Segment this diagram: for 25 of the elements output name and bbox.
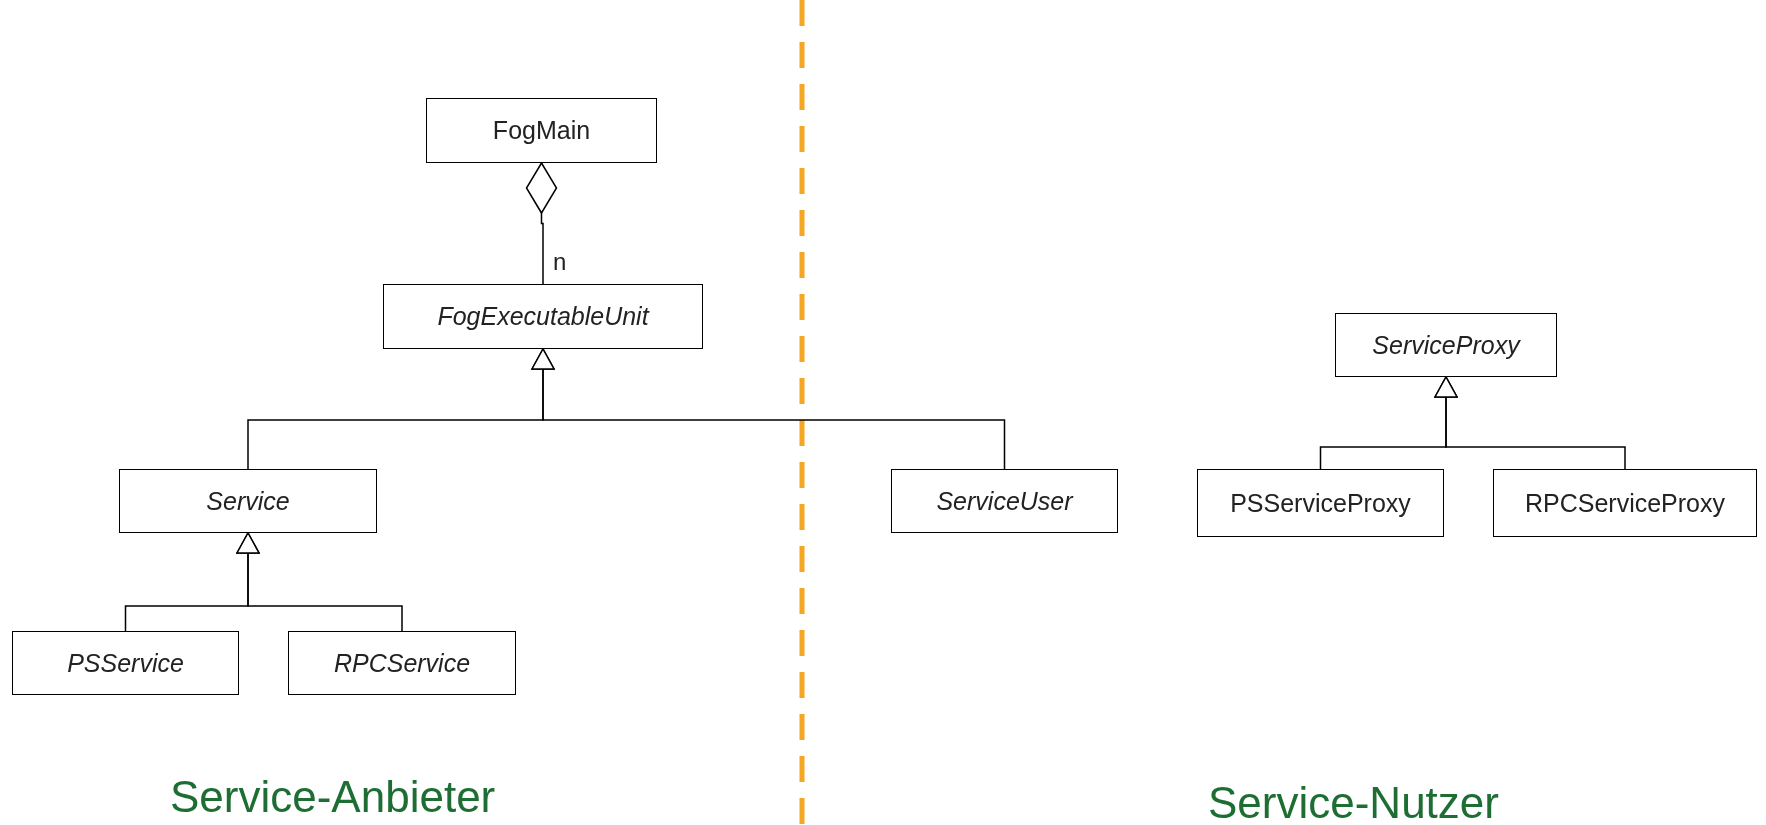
class-box bbox=[1335, 313, 1557, 377]
region-label: Service-Anbieter bbox=[170, 772, 496, 822]
class-box bbox=[891, 469, 1118, 533]
class-name: PSServiceProxy bbox=[1230, 488, 1411, 518]
class-name: FogMain bbox=[492, 116, 591, 145]
class-box bbox=[288, 631, 516, 695]
class-name: ServiceUser bbox=[936, 486, 1073, 516]
class-box bbox=[119, 469, 377, 533]
class-name: PSService bbox=[67, 648, 184, 678]
class-name: FogExecutableUnit bbox=[437, 302, 649, 331]
inheritance-arrow bbox=[236, 532, 403, 632]
inheritance-arrow bbox=[531, 348, 1006, 470]
class-box bbox=[1493, 469, 1757, 537]
class-box bbox=[12, 631, 239, 695]
inheritance-arrow bbox=[1434, 376, 1626, 470]
class-box bbox=[383, 284, 703, 349]
class-name: Service bbox=[206, 486, 290, 516]
class-name: RPCServiceProxy bbox=[1524, 488, 1726, 518]
class-box bbox=[1197, 469, 1444, 537]
class-box bbox=[426, 98, 657, 163]
region-label: Service-Nutzer bbox=[1208, 778, 1499, 825]
class-name: ServiceProxy bbox=[1372, 330, 1520, 360]
multiplicity-label: n bbox=[553, 248, 567, 276]
class-name: RPCService bbox=[333, 648, 471, 678]
aggregation-connector bbox=[525, 162, 558, 285]
